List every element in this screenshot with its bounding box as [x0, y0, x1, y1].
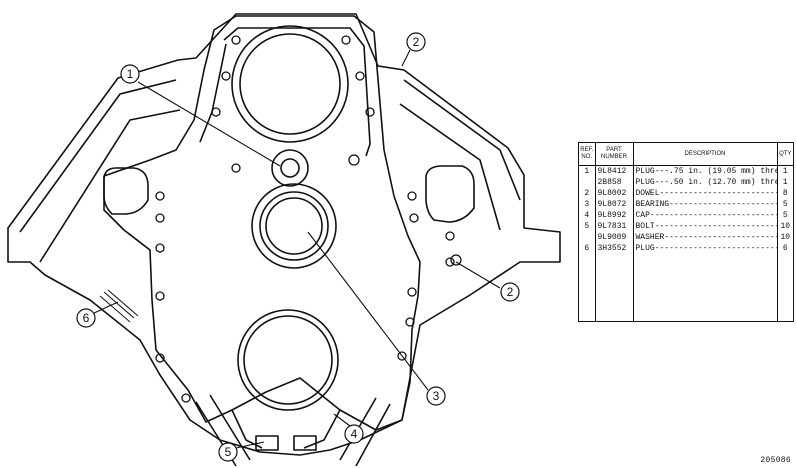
- row-qty: 10: [780, 222, 791, 231]
- upper-bore: [231, 25, 349, 143]
- row-part-number: 3H3552: [595, 243, 634, 254]
- row-qty: 1: [782, 178, 788, 187]
- row-description: DOWEL----------------------------: [633, 188, 778, 199]
- row-part-number: 9L8992: [595, 210, 634, 221]
- callout-2-top: [406, 32, 426, 52]
- table-filler-row: [579, 254, 793, 321]
- callout-3-label: 3: [433, 389, 440, 403]
- callout-5-label: 5: [225, 445, 232, 459]
- table-row: 1 9L8412 PLUG---.75 in. (19.05 mm) threa…: [579, 165, 793, 177]
- row-description: WASHER---------------------------: [633, 232, 778, 243]
- callout-6-label: 6: [83, 311, 90, 325]
- callout-2-right: [500, 282, 520, 302]
- figure-number: 205086: [760, 456, 791, 465]
- table-row: 6 3H3552 PLUG---------------------------…: [579, 243, 793, 254]
- header-description: DESCRIPTION: [633, 143, 778, 166]
- header-part-number: PART NUMBER: [595, 143, 634, 166]
- row-qty: 5: [782, 211, 788, 220]
- callout-1-label: 1: [127, 67, 134, 81]
- row-description: PLUG---.50 in. (12.70 mm) thread -: [633, 177, 778, 188]
- row-ref: 4: [579, 210, 596, 221]
- table-header-row: REF. NO. PART NUMBER DESCRIPTION QTY: [579, 143, 793, 166]
- row-qty: 10: [780, 233, 791, 242]
- row-ref: 2: [579, 188, 596, 199]
- row-ref: 1: [579, 165, 596, 177]
- parts-list-table: REF. NO. PART NUMBER DESCRIPTION QTY 1 9…: [578, 142, 794, 322]
- callout-4: [344, 424, 364, 444]
- table-row: 9L9009 WASHER---------------------------…: [579, 232, 793, 243]
- row-part-number: 9L8002: [595, 188, 634, 199]
- callout-1: [120, 64, 140, 84]
- row-part-number: 2B858: [595, 177, 634, 188]
- row-qty: 5: [782, 200, 788, 209]
- row-description: CAP------------------------------: [633, 210, 778, 221]
- row-description: BOLT-----------------------------: [633, 221, 778, 232]
- table-row: 5 9L7831 BOLT---------------------------…: [579, 221, 793, 232]
- row-ref: 3: [579, 199, 596, 210]
- table-row: 3 9L8072 BEARING------------------------…: [579, 199, 793, 210]
- callout-2-right-label: 2: [507, 285, 514, 299]
- callout-6: [76, 308, 96, 328]
- row-ref: [579, 177, 596, 188]
- row-part-number: 9L8412: [595, 165, 634, 177]
- callout-2-top-label: 2: [413, 35, 420, 49]
- row-description: PLUG---.75 in. (19.05 mm) thread -: [633, 165, 778, 177]
- row-ref: [579, 232, 596, 243]
- row-ref: 6: [579, 243, 596, 254]
- row-description: BEARING--------------------------: [633, 199, 778, 210]
- row-part-number: 9L7831: [595, 221, 634, 232]
- row-part-number: 9L9009: [595, 232, 634, 243]
- table-row: 2 9L8002 DOWEL--------------------------…: [579, 188, 793, 199]
- header-qty: QTY: [777, 143, 793, 166]
- lower-bore: [237, 309, 339, 411]
- row-description: PLUG-----------------------------: [633, 243, 778, 254]
- row-qty: 1: [782, 167, 788, 176]
- bearing-bore: [251, 183, 337, 269]
- front-cover-plate: [103, 15, 421, 431]
- callout-4-label: 4: [351, 427, 358, 441]
- plug-boss: [271, 149, 309, 187]
- row-ref: 5: [579, 221, 596, 232]
- table-row: 2B858 PLUG---.50 in. (12.70 mm) thread -…: [579, 177, 793, 188]
- right-port: [425, 165, 475, 223]
- callout-5: [218, 442, 238, 462]
- row-part-number: 9L8072: [595, 199, 634, 210]
- row-qty: 8: [782, 189, 788, 198]
- header-ref-no: REF. NO.: [579, 143, 596, 166]
- block-outline: [7, 13, 561, 456]
- row-qty: 6: [782, 244, 788, 253]
- left-port: [103, 167, 149, 215]
- table-row: 4 9L8992 CAP----------------------------…: [579, 210, 793, 221]
- callout-3: [426, 386, 446, 406]
